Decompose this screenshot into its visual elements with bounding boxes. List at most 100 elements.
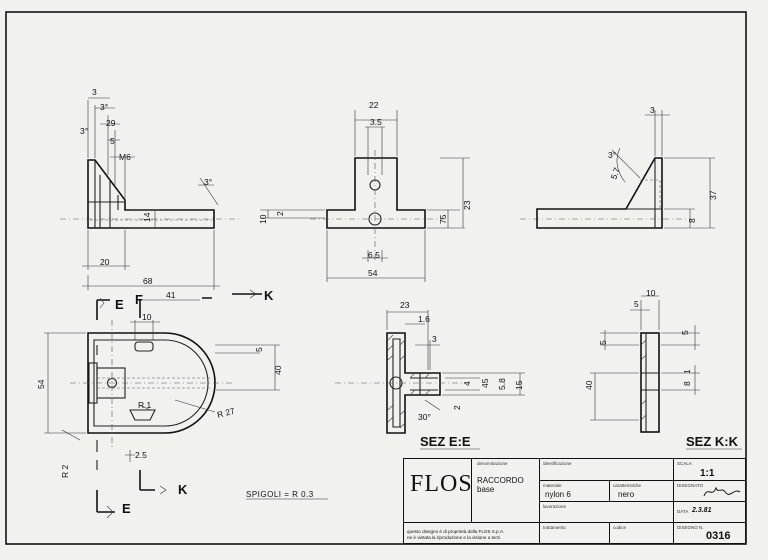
- materiale-value: nylon 6: [545, 490, 571, 499]
- dim-3deg-right: 3°: [608, 150, 616, 160]
- section-mark-k-bottom: K: [178, 482, 188, 497]
- tb-lavorazione-cell: lavorazione: [540, 502, 674, 523]
- dim-3-top: 3: [92, 87, 97, 97]
- dim-2-front: 2: [275, 211, 285, 216]
- dim-8-k: 8: [682, 381, 692, 386]
- section-mark-k-top: K: [264, 288, 274, 303]
- caratteristiche-label: caratteristiche: [613, 483, 642, 488]
- dim-r2: R 2: [60, 465, 70, 479]
- disegno-value: 0316: [706, 530, 731, 542]
- tb-disegno-cell: DISEGNO N. 0316: [674, 523, 745, 543]
- side-view-left: 3 3° 29 3° 5 M6 3° 14 20 68: [60, 87, 240, 290]
- dim-30deg: 30°: [418, 412, 431, 422]
- dim-68: 68: [143, 276, 153, 286]
- dim-2-5-plan: 2.5: [135, 450, 147, 460]
- title-block: FLOS denominazione RACCORDO base identif…: [403, 458, 746, 544]
- trattamento-label: trattamento: [543, 525, 566, 530]
- tb-logo-cell: FLOS: [404, 459, 472, 523]
- dim-5-7: 5.7: [608, 166, 622, 181]
- dim-5: 5: [110, 136, 115, 146]
- dim-10-plan: 10: [142, 312, 152, 322]
- dim-45-sec: 45: [480, 378, 490, 388]
- dim-3deg-a: 3°: [100, 102, 108, 112]
- dim-3-right: 3: [650, 105, 655, 115]
- section-title-k: SEZ K:K: [686, 434, 739, 449]
- disegno-label: DISEGNO N.: [677, 525, 704, 530]
- front-view-center: 22 3.5 10 2 75 23 6.5 54: [258, 100, 472, 282]
- caratteristiche-value: nero: [618, 490, 635, 499]
- tb-disegnato-cell: DISEGNATO: [674, 481, 745, 502]
- dim-10-k: 10: [646, 288, 656, 298]
- dim-6-5: 6.5: [368, 250, 380, 260]
- dim-5-8-sec: 5.8: [497, 378, 507, 390]
- dim-22: 22: [369, 100, 379, 110]
- dim-2-sec: 2: [452, 405, 462, 410]
- section-mark-e-bottom: E: [122, 501, 131, 516]
- dim-54: 54: [368, 268, 378, 278]
- dim-41: 41: [166, 290, 176, 300]
- tb-identificazione-cell: identificazione: [540, 459, 674, 481]
- dim-3-5: 3.5: [370, 117, 382, 127]
- tb-scala-cell: SCALA 1:1: [674, 459, 745, 481]
- identificazione-label: identificazione: [543, 461, 572, 466]
- ownership-note-2: ne è vietata la riproduzione e la vision…: [407, 535, 501, 540]
- tb-data-cell: DATA 2.3.81: [674, 502, 745, 523]
- denominazione-label: denominazione: [477, 461, 508, 466]
- dim-r27: R 27: [216, 406, 236, 420]
- tb-trattamento-cell: trattamento: [540, 523, 610, 543]
- scala-value: 1:1: [700, 468, 715, 479]
- flos-logo: FLOS: [410, 471, 473, 497]
- dim-23: 23: [462, 200, 472, 210]
- dim-4-sec: 4: [462, 381, 472, 386]
- dim-3deg-b: 3°: [80, 126, 88, 136]
- data-value: 2.3.81: [692, 507, 712, 514]
- side-view-right: 3 3° 5.7 37 8: [520, 105, 718, 229]
- designer-signature: [703, 486, 741, 497]
- dim-10-front: 10: [258, 214, 268, 224]
- dim-54-plan: 54: [36, 379, 46, 389]
- tb-materiale-cell: materiale nylon 6: [540, 481, 610, 502]
- denominazione-value: RACCORDO base: [477, 476, 524, 494]
- dim-5-k-left: 5: [598, 340, 608, 345]
- dim-20: 20: [100, 257, 110, 267]
- tb-caratteristiche-cell: caratteristiche nero: [610, 481, 674, 502]
- tb-note-cell: questo disegno è di proprietà della FLOS…: [404, 523, 540, 543]
- dim-m6: M6: [119, 152, 131, 162]
- dim-5-plan: 5: [254, 347, 264, 352]
- dim-23-sec: 23: [400, 300, 410, 310]
- codice-label: codice: [613, 525, 627, 530]
- section-mark-f: F: [135, 292, 143, 307]
- dim-5-k-top: 5: [634, 299, 639, 309]
- section-title-e: SEZ E:E: [420, 434, 471, 449]
- dim-15-sec: 15: [514, 380, 524, 390]
- scala-label: SCALA: [677, 461, 692, 466]
- dim-40-plan: 40: [273, 365, 283, 375]
- lavorazione-label: lavorazione: [543, 504, 567, 509]
- materiale-label: materiale: [543, 483, 562, 488]
- plan-view: E F K K E 41 10 5 40 54 R 1 R 27 R 2 2.5…: [36, 288, 328, 519]
- section-mark-e-top: E: [115, 297, 124, 312]
- note-spigoli: SPIGOLI = R 0.3: [246, 490, 314, 499]
- ownership-note-1: questo disegno è di proprietà della FLOS…: [407, 529, 505, 534]
- dim-3deg-c: 3°: [204, 177, 212, 187]
- data-label: DATA: [677, 509, 689, 514]
- dim-40-k: 40: [584, 380, 594, 390]
- tb-denominazione-cell: denominazione RACCORDO base: [472, 459, 540, 523]
- dim-r1: R 1: [138, 400, 152, 410]
- dim-1-6: 1.6: [418, 314, 430, 324]
- sheet-border: [5, 11, 747, 545]
- section-k-k: 10 5 5 5 40 8 1 SEZ K:K: [584, 288, 742, 450]
- dim-29: 29: [106, 118, 116, 128]
- dim-3-sec: 3: [432, 334, 437, 344]
- section-e-e: 23 1.6 3 4 45 5.8 15 2 30° SEZ E:E: [335, 300, 525, 450]
- dim-8-right: 8: [687, 218, 697, 223]
- dim-5-k-right: 5: [680, 330, 690, 335]
- dim-14: 14: [142, 212, 152, 222]
- disegnato-label: DISEGNATO: [677, 483, 704, 488]
- dim-1-k: 1: [682, 369, 692, 374]
- tb-codice-cell: codice: [610, 523, 674, 543]
- dim-75: 75: [438, 214, 448, 224]
- dim-37: 37: [708, 190, 718, 200]
